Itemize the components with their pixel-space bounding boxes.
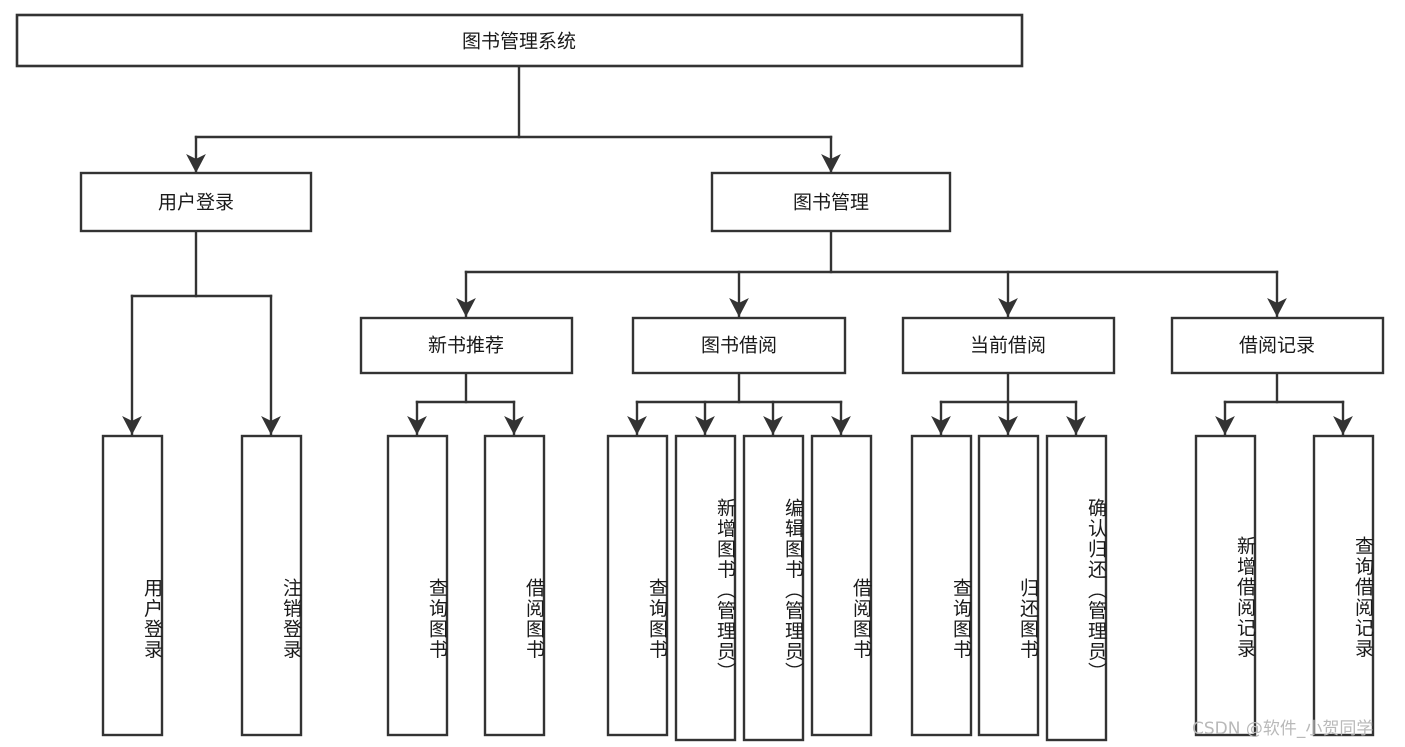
leaf-box-borrow-record-2[interactable] [1312, 434, 1375, 737]
node-user-login[interactable]: 用户登录 [79, 171, 313, 233]
leaf-box-current-borrow-2[interactable] [977, 434, 1040, 737]
leaf-box-book-borrow-1[interactable] [606, 434, 669, 737]
node-current-borrow-label: 当前借阅 [970, 335, 1046, 357]
node-root[interactable]: 图书管理系统 [15, 13, 1024, 68]
connector-group-current-borrow [931, 372, 1086, 436]
node-book-borrow-label: 图书借阅 [701, 335, 777, 357]
connector-group-borrow-record [1215, 372, 1353, 436]
node-user-login-label: 用户登录 [158, 192, 234, 214]
leaf-box-book-borrow-2[interactable] [674, 434, 737, 742]
leaf-box-current-borrow-1[interactable] [910, 434, 973, 737]
leaf-box-book-borrow-4[interactable] [810, 434, 873, 737]
node-book-borrow-box[interactable] [631, 316, 847, 375]
leaf-box-current-borrow-3[interactable] [1045, 434, 1108, 742]
connector-group-book-borrow [627, 372, 851, 436]
node-new-book-recommend-box[interactable] [359, 316, 574, 375]
connector-group-new-book [407, 372, 524, 436]
node-root-box[interactable] [15, 13, 1024, 68]
node-book-manage-label: 图书管理 [793, 192, 869, 214]
node-borrow-record-label: 借阅记录 [1239, 335, 1315, 357]
leaf-boxes [101, 434, 1375, 742]
node-new-book-recommend-label: 新书推荐 [428, 335, 504, 357]
node-borrow-record[interactable]: 借阅记录 [1170, 316, 1385, 375]
leaf-box-book-borrow-3[interactable] [742, 434, 805, 742]
leaf-box-user-login-1[interactable] [101, 434, 164, 737]
leaf-box-new-book-1[interactable] [386, 434, 449, 737]
node-new-book-recommend[interactable]: 新书推荐 [359, 316, 574, 375]
node-root-label: 图书管理系统 [462, 31, 576, 53]
connector-group-root [186, 65, 841, 174]
node-user-login-box[interactable] [79, 171, 313, 233]
node-book-manage[interactable]: 图书管理 [710, 171, 952, 233]
watermark-text: CSDN @软件_小贺同学 [1192, 719, 1374, 739]
node-current-borrow[interactable]: 当前借阅 [901, 316, 1116, 375]
node-borrow-record-box[interactable] [1170, 316, 1385, 375]
connector-group-user-login [122, 230, 281, 436]
leaf-box-borrow-record-1[interactable] [1194, 434, 1257, 737]
connector-group-book-manage [456, 230, 1287, 318]
leaf-box-user-login-2[interactable] [240, 434, 303, 737]
node-book-borrow[interactable]: 图书借阅 [631, 316, 847, 375]
leaf-box-new-book-2[interactable] [483, 434, 546, 737]
node-current-borrow-box[interactable] [901, 316, 1116, 375]
node-book-manage-box[interactable] [710, 171, 952, 233]
